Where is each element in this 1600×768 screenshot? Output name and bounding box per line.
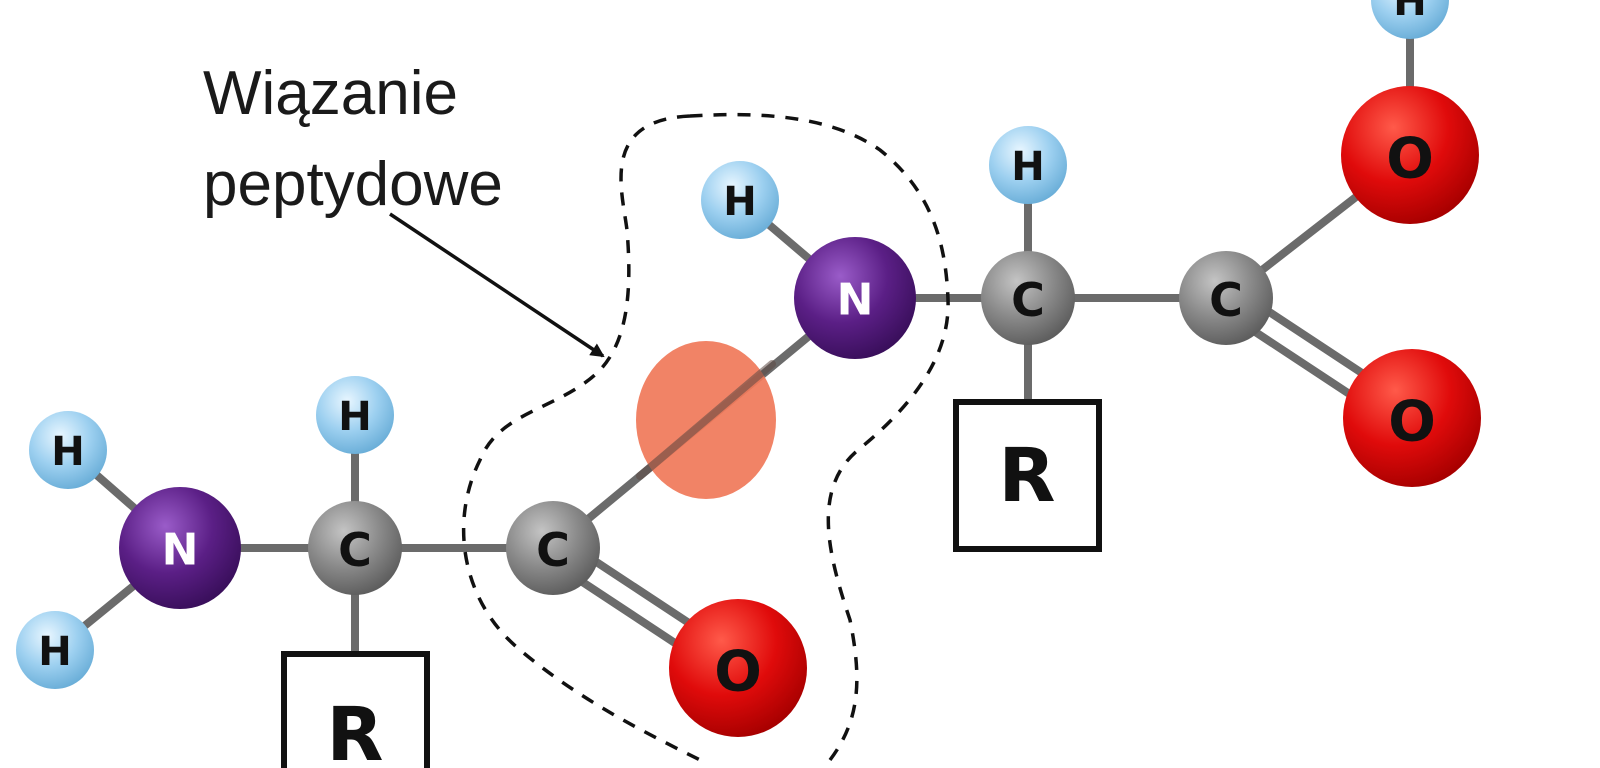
atom-o-carbonyl1: O <box>669 599 807 737</box>
side-chain-r2: R <box>953 399 1102 552</box>
caption-arrow <box>389 212 605 358</box>
atom-h-left-bottom: H <box>16 611 94 689</box>
atom-o-carboxyl: O <box>1343 349 1481 487</box>
atom-h-left-top-label: H <box>51 429 84 475</box>
caption: Wiązanie peptydowe <box>203 59 503 219</box>
atom-n-amide: N <box>794 237 916 359</box>
atom-c-alpha2-label: C <box>1011 273 1045 327</box>
atom-c-carbonyl1: C <box>506 501 600 595</box>
caption-line1: Wiązanie <box>203 59 458 128</box>
atom-n-left-label: N <box>162 525 199 576</box>
atom-h-calpha2: H <box>989 126 1067 204</box>
atom-c-carboxyl: C <box>1179 251 1273 345</box>
atom-h-hydroxyl: H <box>1371 0 1449 39</box>
bond-peptide-overlay <box>636 360 776 480</box>
atom-h-left-bottom-label: H <box>38 629 71 675</box>
atom-h-hydroxyl-label: H <box>1393 0 1426 25</box>
atom-h-amide-label: H <box>723 179 756 225</box>
atom-h-calpha1-label: H <box>338 394 371 440</box>
atom-h-amide: H <box>701 161 779 239</box>
atom-n-amide-label: N <box>837 275 874 326</box>
atom-c-carbonyl1-label: C <box>536 523 570 577</box>
atom-o-hydroxyl: O <box>1341 86 1479 224</box>
atom-c-carboxyl-label: C <box>1209 273 1243 327</box>
atom-h-left-top: H <box>29 411 107 489</box>
atom-o-carboxyl-label: O <box>1388 390 1436 455</box>
atom-h-calpha2-label: H <box>1011 144 1044 190</box>
atom-c-alpha1: C <box>308 501 402 595</box>
caption-line2: peptydowe <box>203 150 503 219</box>
side-chain-r2-label: R <box>999 433 1056 519</box>
atom-o-carbonyl1-label: O <box>714 640 762 705</box>
atom-h-calpha1: H <box>316 376 394 454</box>
side-chain-r1: R <box>281 651 430 768</box>
atom-c-alpha1-label: C <box>338 523 372 577</box>
side-chain-r1-label: R <box>327 692 384 768</box>
atom-o-hydroxyl-label: O <box>1386 127 1434 192</box>
atom-c-alpha2: C <box>981 251 1075 345</box>
atom-n-left: N <box>119 487 241 609</box>
peptide-group-outline <box>461 112 950 762</box>
